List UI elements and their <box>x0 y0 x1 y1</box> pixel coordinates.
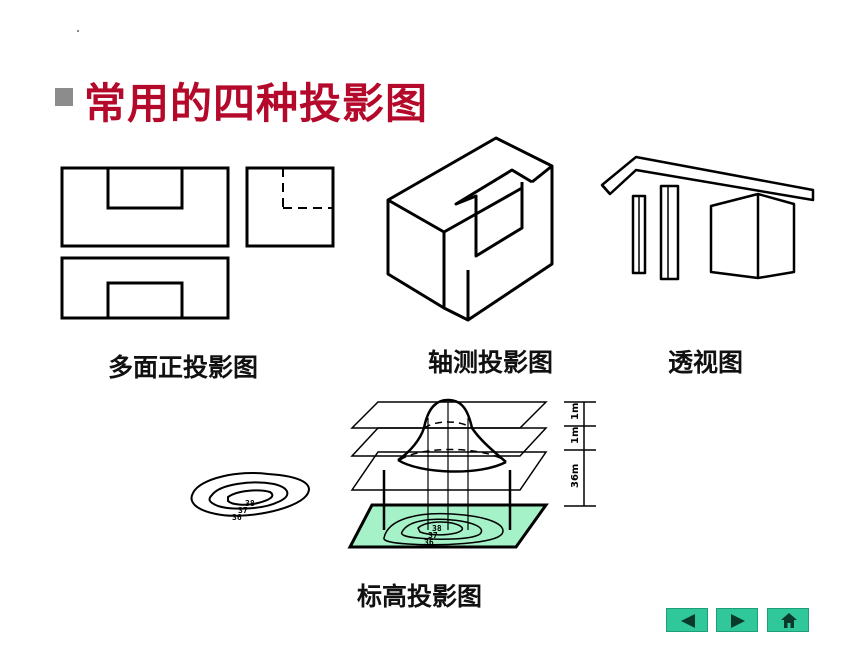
caption-axonometric: 轴测投影图 <box>428 348 554 377</box>
previous-slide-button[interactable] <box>666 608 708 632</box>
slide-title: 常用的四种投影图 <box>84 79 429 128</box>
caption-orthographic: 多面正投影图 <box>108 353 259 382</box>
svg-text:37: 37 <box>428 531 438 540</box>
contour-label-38: 38 <box>245 499 255 508</box>
triangle-left-icon <box>681 614 695 628</box>
title-bullet-square <box>55 88 73 106</box>
dimension-label-base: 36m <box>570 464 581 488</box>
home-button[interactable] <box>767 608 809 632</box>
decorative-dot <box>77 30 79 32</box>
svg-text:36: 36 <box>424 538 434 547</box>
contour-label-37: 37 <box>238 506 248 515</box>
triangle-right-icon <box>731 614 745 628</box>
svg-text:38: 38 <box>432 524 442 533</box>
dimension-label-top: 1m <box>570 403 581 420</box>
home-icon <box>781 613 797 628</box>
caption-perspective: 透视图 <box>668 348 744 377</box>
next-slide-button[interactable] <box>716 608 758 632</box>
contour-label-36: 36 <box>232 513 242 522</box>
caption-elevation: 标高投影图 <box>357 582 483 611</box>
dimension-label-mid: 1m <box>570 427 581 444</box>
